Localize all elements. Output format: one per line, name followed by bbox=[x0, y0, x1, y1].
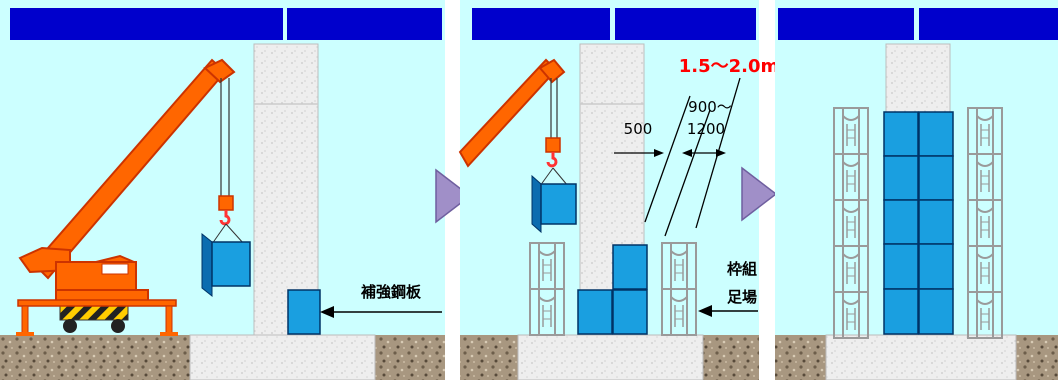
panel-1-header-bar-left bbox=[10, 8, 283, 40]
hanging-steel-panel bbox=[201, 223, 251, 298]
panel-1-header-bar-right bbox=[287, 8, 442, 40]
crane-boom-partial bbox=[458, 58, 577, 234]
crane-wheel bbox=[111, 319, 125, 333]
label-span: 1.5～2.0m bbox=[679, 56, 780, 77]
crane-hook bbox=[219, 210, 231, 226]
footing bbox=[825, 334, 1017, 381]
crane bbox=[16, 58, 236, 336]
panel-2-header-bar-left bbox=[472, 8, 610, 40]
panel-1: 補強鋼板 bbox=[0, 0, 445, 381]
label-500: 500 bbox=[624, 120, 653, 138]
reinforcing-plate-arrow bbox=[320, 306, 442, 318]
step-arrow-1 bbox=[435, 168, 472, 224]
label-900: 900～ bbox=[688, 98, 732, 116]
panel-3-header-bar-left bbox=[778, 8, 914, 40]
label-1200: 1200 bbox=[687, 120, 725, 138]
scaffold-arrow bbox=[698, 305, 758, 317]
label-scaffold-line1: 枠組 bbox=[727, 260, 757, 278]
outrigger bbox=[17, 299, 177, 307]
panel-2: 1.5～2.0m 500 900～ 1200 枠組 足場 bbox=[458, 0, 780, 381]
footing bbox=[517, 334, 704, 381]
stacked-steel-panels bbox=[577, 244, 648, 335]
steel-panel-grid bbox=[883, 111, 954, 335]
crane-wheel bbox=[63, 319, 77, 333]
dimension-lines bbox=[614, 77, 741, 237]
panel-3-header-bar-right bbox=[919, 8, 1058, 40]
label-scaffold-line2: 足場 bbox=[727, 288, 757, 306]
label-reinforcing-plate: 補強鋼板 bbox=[360, 283, 422, 301]
step-arrow-2 bbox=[741, 166, 778, 222]
panel-3 bbox=[775, 0, 1058, 381]
pier-column bbox=[253, 43, 319, 336]
footing bbox=[189, 334, 376, 381]
installed-steel-plate bbox=[287, 289, 321, 335]
panel-2-header-bar-right bbox=[615, 8, 756, 40]
